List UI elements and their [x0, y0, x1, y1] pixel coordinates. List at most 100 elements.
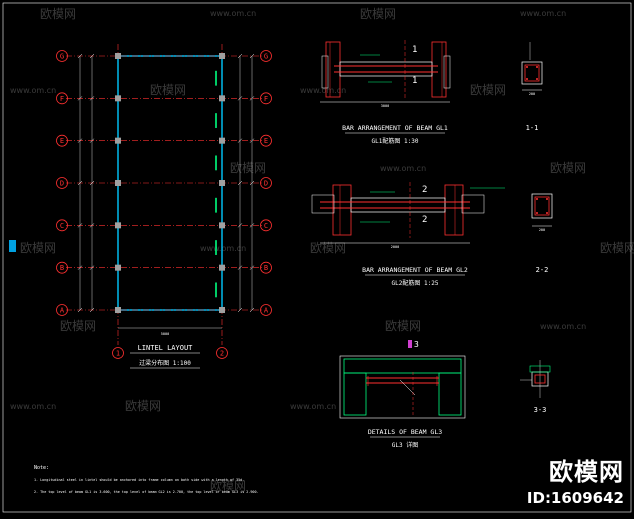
dim-tick — [77, 53, 83, 59]
watermark-brand: 欧模网 — [385, 319, 421, 333]
watermark-url: www.om.cn — [520, 9, 566, 18]
watermark-url: www.om.cn — [380, 164, 426, 173]
dim-tick — [237, 307, 243, 313]
beam-gl3-title-en: DETAILS OF BEAM GL3 — [368, 428, 442, 436]
watermark-brand: 欧模网 — [125, 399, 161, 413]
watermark-brand: 欧模网 — [210, 479, 246, 493]
frame-column — [219, 264, 225, 271]
frame-column — [115, 180, 121, 186]
grid-bubble-E — [56, 134, 68, 147]
grid-bubble-B — [56, 261, 68, 274]
dim-tick — [249, 138, 255, 143]
brand-badge: 欧模网 ID:1609642 — [527, 452, 624, 507]
frame-column — [115, 222, 121, 229]
frame-column — [115, 53, 121, 59]
watermark-brand: 欧模网 — [470, 83, 506, 97]
grid-bubble-E — [260, 134, 272, 147]
dim-tick — [237, 96, 243, 101]
watermark-url: www.om.cn — [540, 322, 586, 331]
dim-tick — [89, 138, 95, 143]
notes-heading: Note: — [34, 465, 49, 471]
brand-badge-id: ID:1609642 — [526, 489, 624, 507]
section-3-3-title: 3-3 — [534, 406, 547, 414]
drawing-frame — [2, 2, 632, 513]
dim-tick — [77, 223, 83, 228]
grid-bubble-label-F: F — [60, 95, 64, 103]
beam-gl2-section-mark: 2 — [422, 215, 427, 225]
dim-tick — [237, 223, 243, 228]
grid-bubble-A — [260, 304, 272, 316]
notes-line-1: 1. Longitudinal steel in lintel should b… — [34, 478, 244, 482]
watermark-url: www.om.cn — [200, 244, 246, 253]
dim-tick — [249, 307, 255, 313]
dim-tick — [237, 180, 243, 186]
dim-tick — [89, 53, 95, 59]
grid-bubble-label-1: 1 — [116, 350, 120, 358]
section-2-2-title: 2-2 — [536, 266, 549, 274]
watermark-layer: 欧模网 www.om.cn 欧模网 www.om.cn 欧模网 www.om.c… — [10, 7, 634, 493]
dim-tick — [77, 265, 83, 270]
frame-column — [219, 307, 225, 313]
section-2-2: 200 — [531, 193, 553, 232]
frame-column — [115, 137, 121, 144]
beam-gl1-section-mark: 1 — [412, 76, 417, 86]
dim-tick — [249, 180, 255, 186]
beam-gl2-section-mark: 2 — [422, 185, 427, 195]
beam-gl2-title-en: BAR ARRANGEMENT OF BEAM GL2 — [362, 266, 468, 274]
grid-bubble-label-E: E — [264, 137, 268, 145]
beam-gl1-elevation: 3000 1 1 — [320, 40, 451, 108]
grid-bubble-label-D: D — [60, 180, 64, 188]
beam-gl3-section-mark: 3 — [414, 340, 419, 349]
grid-bubble-D — [56, 177, 68, 189]
grid-bubble-label-C: C — [264, 222, 268, 230]
beam-gl2-dim: 2000 — [391, 245, 399, 249]
dim-tick — [89, 265, 95, 270]
frame-column — [115, 95, 121, 102]
section-3-3 — [520, 360, 551, 398]
watermark-brand: 欧模网 — [230, 161, 266, 175]
dim-tick — [237, 265, 243, 270]
frame-column — [219, 95, 225, 102]
watermark-url: www.om.cn — [210, 9, 256, 18]
dim-tick — [249, 265, 255, 270]
section-1-1-dim: 200 — [529, 92, 535, 96]
dim-tick — [89, 307, 95, 313]
frame-column — [219, 137, 225, 144]
beam-gl2-elevation: 2000 2 2 — [311, 182, 505, 249]
watermark-url: www.om.cn — [300, 86, 346, 95]
grid-bubble-label-G: G — [264, 53, 268, 61]
beam-gl3-title-cn: GL3 详图 — [392, 441, 418, 449]
grid-bubble-F — [260, 92, 272, 105]
lintel-layout-dim-bottom: 5000 — [161, 332, 169, 336]
dim-tick — [249, 96, 255, 101]
grid-bubble-label-2: 2 — [220, 350, 224, 358]
frame-column — [219, 180, 225, 186]
watermark-url: www.om.cn — [10, 402, 56, 411]
dim-tick — [249, 53, 255, 59]
watermark-brand: 欧模网 — [60, 319, 96, 333]
section-1-1-title: 1-1 — [526, 124, 539, 132]
watermark-brand: 欧模网 — [360, 7, 396, 21]
grid-bubble-label-D: D — [264, 180, 268, 188]
left-edge-marker — [9, 240, 16, 252]
grid-bubble-B — [260, 261, 272, 274]
section-2-2-dim: 200 — [539, 228, 545, 232]
grid-bubble-1 — [112, 347, 124, 359]
watermark-url: www.om.cn — [290, 402, 336, 411]
grid-bubble-G — [260, 50, 272, 62]
grid-bubble-label-G: G — [60, 53, 64, 61]
watermark-brand: 欧模网 — [40, 7, 76, 21]
grid-bubble-label-E: E — [60, 137, 64, 145]
dim-tick — [237, 53, 243, 59]
frame-column — [219, 53, 225, 59]
dim-tick — [237, 138, 243, 143]
grid-bubble-label-B: B — [264, 264, 268, 272]
watermark-brand: 欧模网 — [310, 241, 346, 255]
grid-bubble-C — [56, 219, 68, 232]
grid-bubble-label-A: A — [264, 307, 269, 315]
dim-tick — [89, 96, 95, 101]
beam-gl1-dim: 3000 — [381, 104, 389, 108]
beam-gl3-detail: 3 — [339, 340, 466, 419]
